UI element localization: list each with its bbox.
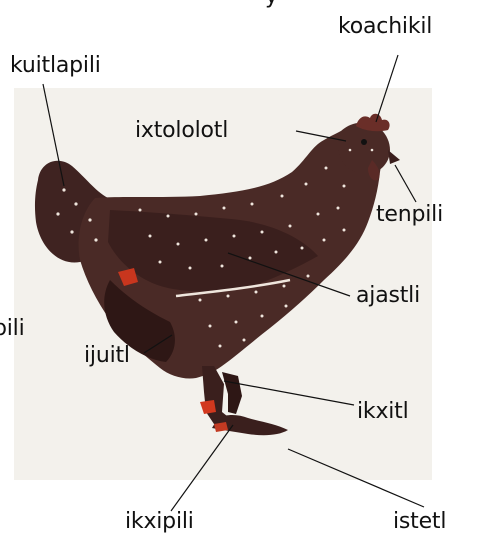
label-ajastli: ajastli xyxy=(356,285,420,307)
label-top-fragment: y xyxy=(265,0,278,8)
label-ijuitl: ijuitl xyxy=(84,345,130,367)
label-ikxitl: ikxitl xyxy=(357,401,409,423)
label-tenpili: tenpili xyxy=(376,204,443,226)
hen-eye xyxy=(361,139,367,145)
label-kuitlapili: kuitlapili xyxy=(10,55,101,77)
label-istetl: istetl xyxy=(393,511,446,533)
label-ixtololotl: ixtololotl xyxy=(135,120,228,142)
label-ikxipili: ikxipili xyxy=(125,511,194,533)
label-koachikil: koachikil xyxy=(338,16,432,38)
label-pili-partial: pili xyxy=(0,318,25,340)
